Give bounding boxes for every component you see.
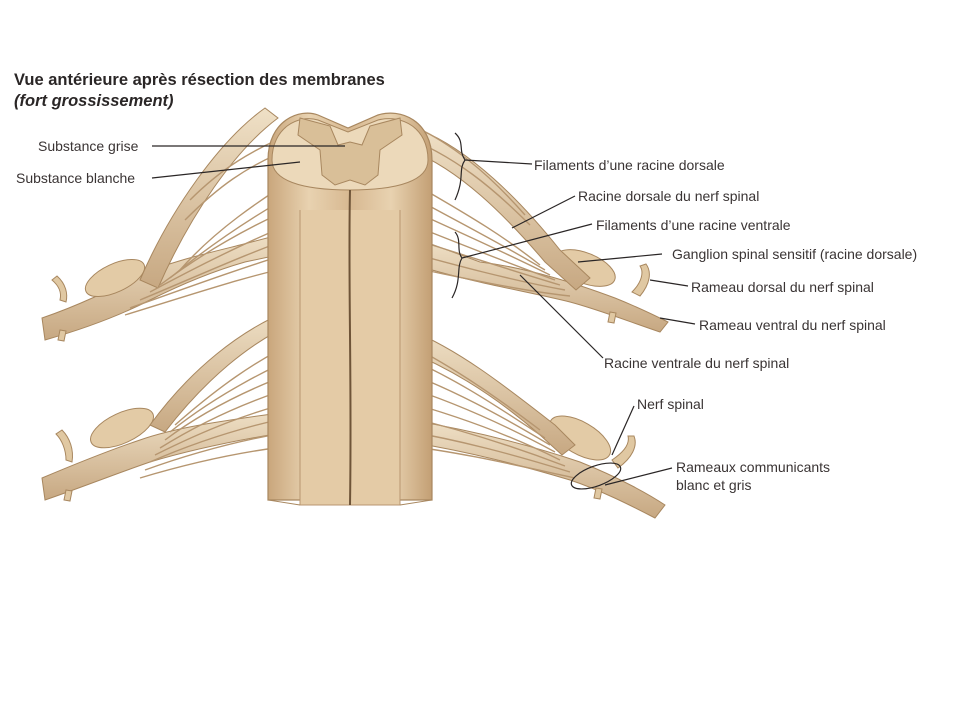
label-nerf-spinal: Nerf spinal — [637, 396, 704, 412]
figure-subtitle: (fort grossissement) — [14, 92, 174, 110]
label-racine-ventrale: Racine ventrale du nerf spinal — [604, 355, 790, 371]
figure-title: Vue antérieure après résection des membr… — [14, 71, 385, 89]
anterior-median-fissure — [348, 189, 352, 506]
label-substance-blanche: Substance blanche — [16, 170, 136, 186]
spinal-cord — [267, 112, 433, 506]
label-ganglion-spinal: Ganglion spinal sensitif (racine dorsale… — [672, 246, 918, 262]
leader-lines — [151, 132, 696, 490]
label-substance-grise: Substance grise — [38, 138, 139, 154]
label-rameaux-communicants-line2: blanc et gris — [676, 477, 752, 493]
left-lower-ganglion — [90, 407, 154, 449]
gray-matter — [297, 117, 403, 186]
label-racine-dorsale: Racine dorsale du nerf spinal — [578, 188, 760, 204]
label-rameaux-communicants-line1: Rameaux communicants — [676, 459, 831, 475]
upper-left-spinal-nerve — [41, 107, 293, 342]
label-rameau-ventral: Rameau ventral du nerf spinal — [699, 317, 886, 333]
label-filaments-racine-dorsale: Filaments d’une racine dorsale — [534, 157, 725, 173]
label-filaments-racine-ventrale: Filaments d’une racine ventrale — [596, 217, 791, 233]
label-rameau-dorsal: Rameau dorsal du nerf spinal — [691, 279, 874, 295]
lower-left-spinal-nerve — [41, 309, 301, 502]
left-upper-ganglion — [84, 258, 146, 298]
